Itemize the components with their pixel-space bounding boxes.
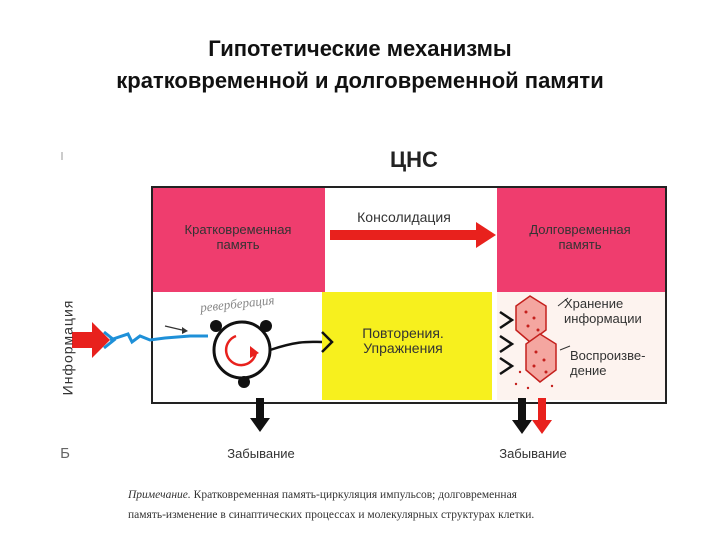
retrieval-arrowhead-red [532, 420, 552, 434]
panel-letter: Б [60, 445, 70, 462]
small-arrowhead [182, 327, 188, 334]
molecule-dots [514, 310, 554, 390]
neuron-node-2 [260, 320, 272, 332]
title-line-1: Гипотетические механизмы [208, 36, 512, 61]
reverberation-arrowhead [250, 346, 259, 358]
title-line-2: кратковременной и долговременной памяти [116, 68, 604, 93]
retrieval-pointer [559, 345, 571, 351]
molecule-2 [525, 333, 557, 383]
blue-fiber-end [103, 330, 117, 350]
input-arrowhead [92, 322, 110, 358]
storage-pointer [557, 297, 569, 307]
input-label: Информация [59, 299, 76, 396]
forgetting-arrow-right [518, 398, 526, 422]
efferent-fiber [269, 340, 323, 352]
short-term-block [153, 188, 325, 292]
consolidation-arrowhead [476, 222, 496, 248]
small-arrow [164, 325, 183, 331]
consolidation-label: Консолидация [357, 209, 451, 225]
repetition-block [322, 292, 492, 400]
storage-label: Хранение информации [564, 296, 642, 326]
long-term-label: Долговременная память [529, 222, 631, 252]
note-line-1: Примечание. Кратковременная память-цирку… [128, 489, 517, 501]
short-term-label: Кратковременная память [184, 222, 292, 252]
long-term-block [497, 188, 665, 292]
retrieval-label: Воспроизве- дение [570, 348, 646, 378]
blue-fiber [109, 332, 208, 345]
forgetting-arrowhead-left [250, 418, 270, 432]
forgetting-arrow-left [256, 398, 264, 420]
neuron-node-3 [238, 376, 250, 388]
synapse-group [499, 310, 515, 376]
note-prefix: Примечание. [128, 489, 191, 501]
cns-header: ЦНС [390, 147, 438, 172]
neuron-node-1 [210, 320, 222, 332]
retrieval-arrow-red [538, 398, 546, 422]
note-text-1: Кратковременная память-циркуляция импуль… [193, 489, 517, 501]
forgetting-left-label: Забывание [227, 446, 295, 461]
synapse-fork [321, 331, 334, 353]
forgetting-arrowhead-right [512, 420, 532, 434]
note-line-2: память-изменение в синаптических процесс… [128, 509, 535, 521]
forgetting-right-label: Забывание [499, 446, 567, 461]
repetition-label: Повторения. Упражнения [362, 325, 444, 356]
input-arrow [72, 332, 94, 348]
reverberation-loop [224, 334, 258, 367]
consolidation-arrow [330, 230, 478, 240]
